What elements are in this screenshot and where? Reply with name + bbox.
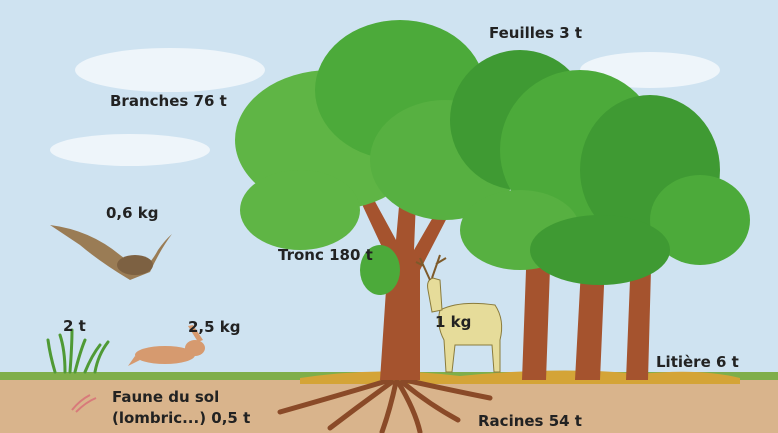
label-litter: Litière 6 t bbox=[656, 353, 739, 371]
litter-layer bbox=[300, 370, 740, 384]
label-bird-of-prey: 0,6 kg bbox=[106, 204, 159, 222]
label-grass: 2 t bbox=[63, 317, 86, 335]
label-trunk: Tronc 180 t bbox=[278, 246, 373, 264]
label-leaves: Feuilles 3 t bbox=[489, 24, 582, 42]
label-branches: Branches 76 t bbox=[110, 92, 227, 110]
label-soil-fauna-line1: Faune du sol bbox=[112, 388, 219, 406]
label-deer: 1 kg bbox=[435, 313, 471, 331]
label-soil-fauna-line2: (lombric...) 0,5 t bbox=[112, 409, 250, 427]
label-hare: 2,5 kg bbox=[188, 318, 241, 336]
label-roots: Racines 54 t bbox=[478, 412, 582, 430]
